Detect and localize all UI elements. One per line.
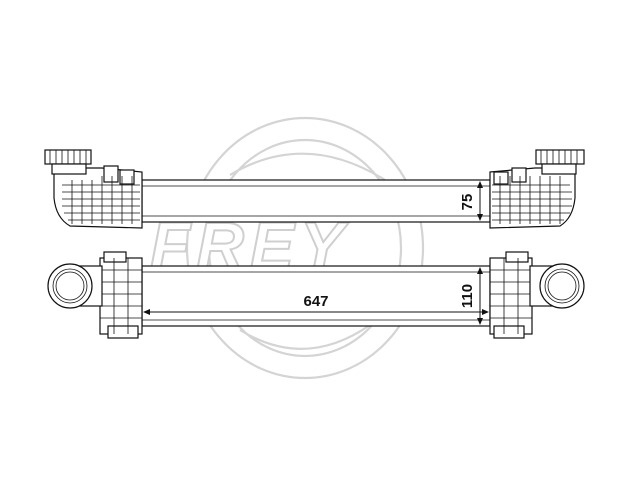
- frey-watermark-logo: FREY: [149, 116, 425, 380]
- dimension-length: 647: [143, 293, 489, 315]
- dimension-height-top-label: 75: [459, 194, 476, 211]
- bottom-view: 647 110: [47, 251, 585, 339]
- dimension-length-label: 647: [303, 293, 328, 310]
- top-view: 75: [44, 149, 585, 229]
- top-left-tank: [44, 149, 143, 229]
- dimension-height-bottom: 110: [459, 265, 486, 327]
- dimension-height-top: 75: [459, 179, 486, 223]
- top-right-tank: [489, 149, 585, 229]
- bottom-left-tank: [47, 251, 143, 339]
- dimension-height-bottom-label: 110: [459, 284, 476, 308]
- bottom-right-tank: [489, 251, 585, 339]
